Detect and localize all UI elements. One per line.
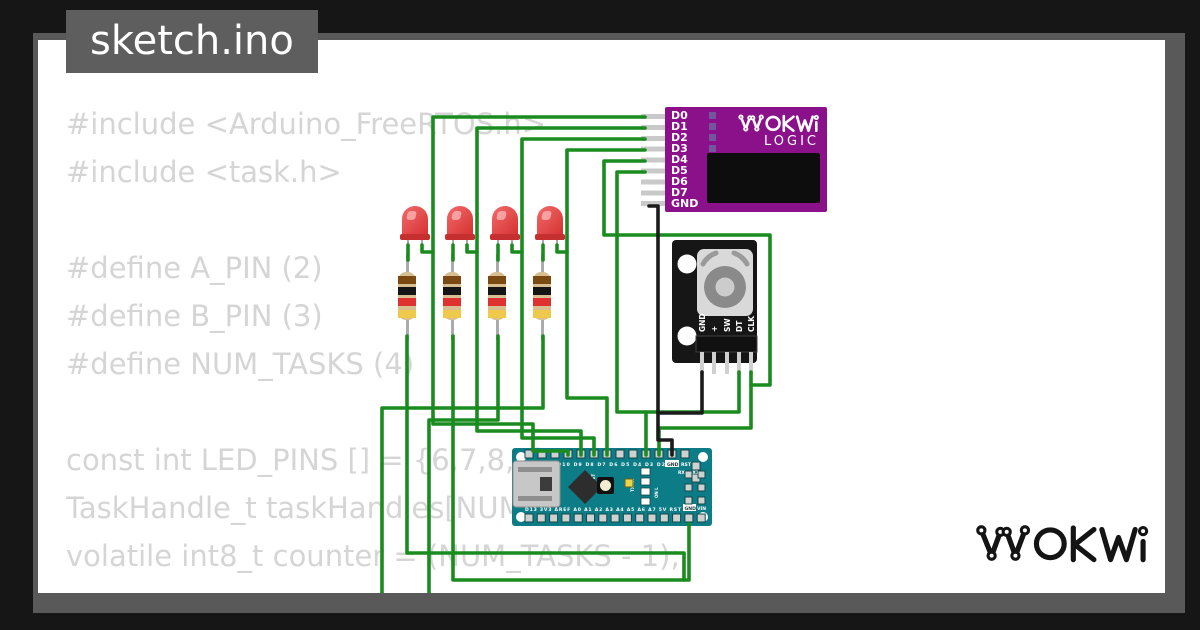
resistor-band-brown — [533, 276, 551, 284]
rotary-encoder[interactable]: GND + SW DT CLK — [672, 240, 758, 376]
indicator-leds — [640, 467, 651, 506]
encoder-pin-housing — [695, 335, 758, 353]
resistor-band-black — [443, 287, 461, 295]
resistor-band-gold — [533, 310, 551, 318]
resistor-band-red — [443, 298, 461, 306]
logic-subtitle: LOGIC — [764, 134, 819, 149]
code-line: #define B_PIN (3) — [66, 299, 323, 333]
led-1[interactable] — [400, 206, 430, 254]
resistor-band-brown — [398, 276, 416, 284]
led-anode-leg — [421, 240, 423, 252]
code-line: #include <Arduino_FreeRTOS.h> — [66, 107, 547, 141]
wokwi-logo — [976, 525, 1149, 563]
logic-pin-d3: D3 — [671, 143, 731, 155]
resistor-band-black — [398, 287, 416, 295]
usb-detail — [518, 467, 552, 472]
resistor-band-gold — [398, 310, 416, 318]
silk-bottom-vin-label: VIN — [697, 506, 706, 512]
board-hole — [698, 452, 708, 462]
resistor-band-brown — [443, 276, 461, 284]
resistor-3[interactable] — [488, 254, 506, 340]
power-led — [624, 478, 634, 488]
resistor-lead — [496, 320, 499, 340]
wokwi-logo-icon — [738, 114, 819, 133]
reset-button-cap[interactable] — [600, 480, 611, 491]
logic-pin-led — [709, 145, 716, 152]
logic-pin-d0: D0 — [671, 110, 731, 122]
resistor-band-gold — [443, 310, 461, 318]
encoder-pin-label-gnd: GND — [698, 313, 707, 332]
logic-analyzer-pin-stubs — [641, 114, 667, 211]
encoder-pin-label-dt: DT — [735, 320, 744, 332]
led-flange — [445, 234, 475, 240]
resistor-body — [398, 272, 416, 320]
usb-detail — [518, 496, 552, 501]
logic-pin-led — [709, 123, 716, 130]
encoder-pin-label-sw: SW — [723, 318, 732, 332]
resistor-lead — [451, 254, 454, 274]
resistor-lead — [541, 254, 544, 274]
logic-pin-led — [709, 112, 716, 119]
mcu-chip — [568, 470, 602, 504]
led-flange — [400, 234, 430, 240]
led-cathode-leg — [452, 240, 454, 252]
mounting-hole — [677, 326, 697, 346]
file-tab[interactable]: sketch.ino — [66, 10, 318, 73]
silk-onl-label: ON L — [654, 487, 659, 498]
mounting-hole — [677, 254, 697, 274]
led-flange — [535, 234, 565, 240]
usb-detail — [540, 477, 552, 491]
code-line: #define A_PIN (2) — [66, 251, 323, 285]
resistor-band-red — [488, 298, 506, 306]
logic-pin-d1: D1 — [671, 121, 731, 133]
resistor-band-brown — [488, 276, 506, 284]
logic-pin-d2: D2 — [671, 132, 731, 144]
encoder-pin-label-clk: CLK — [747, 315, 756, 332]
silk-bottom-gnd-label: GND — [685, 506, 697, 512]
resistor-lead — [406, 320, 409, 340]
silk-top-gnd-label: GND — [667, 462, 679, 468]
resistor-band-red — [533, 298, 551, 306]
silk-top-rst-label: RST — [681, 462, 692, 468]
header-pads-bottom[interactable] — [524, 513, 706, 523]
code-line — [66, 196, 680, 244]
led-cathode-leg — [542, 240, 544, 252]
resistor-4[interactable] — [533, 254, 551, 340]
led-anode-leg — [466, 240, 468, 252]
led-cathode-leg — [407, 240, 409, 252]
led-4[interactable] — [535, 206, 565, 254]
resistor-2[interactable] — [443, 254, 461, 340]
arduino-nano[interactable]: D12 D11 D10 D9 D8 D7 D6 D5 D4 D3 D2 GND … — [512, 448, 712, 526]
resistor-band-gold — [488, 310, 506, 318]
encoder-pin-label-plus: + — [710, 326, 719, 332]
resistor-1[interactable] — [398, 254, 416, 340]
led-cathode-leg — [497, 240, 499, 252]
resistor-lead — [541, 320, 544, 340]
resistor-lead — [496, 254, 499, 274]
encoder-shaft — [715, 277, 735, 297]
led-3[interactable] — [490, 206, 520, 254]
resistor-lead — [406, 254, 409, 274]
code-line — [66, 388, 680, 436]
logic-analyzer[interactable]: D0 D1 D2 D3 D4 D5 D6 D7 GND LOGIC — [665, 107, 827, 212]
resistor-band-black — [488, 287, 506, 295]
resistor-band-red — [398, 298, 416, 306]
code-line: #define NUM_TASKS (4) — [66, 347, 415, 381]
logic-pin-led — [709, 134, 716, 141]
code-line: #include <task.h> — [66, 155, 342, 189]
led-flange — [490, 234, 520, 240]
led-2[interactable] — [445, 206, 475, 254]
code-line: volatile int8_t counter = (NUM_TASKS - 1… — [66, 539, 681, 573]
resistor-lead — [451, 320, 454, 340]
resistor-band-black — [533, 287, 551, 295]
led-anode-leg — [511, 240, 513, 252]
logic-screen — [707, 153, 820, 203]
led-anode-leg — [556, 240, 558, 252]
silk-bottom-labels: D13 3V3 AREF A0 A1 A2 A3 A4 A5 A6 A7 5V … — [525, 507, 682, 513]
